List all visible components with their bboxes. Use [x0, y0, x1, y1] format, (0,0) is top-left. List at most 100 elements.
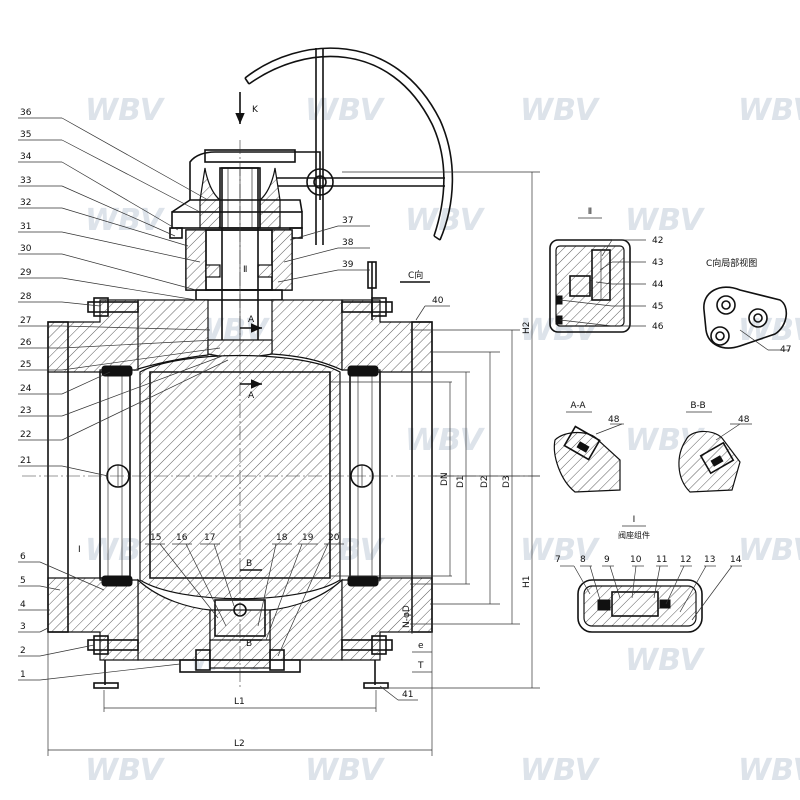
- part-number-label: 24: [20, 384, 32, 394]
- part-number-label: 26: [20, 338, 32, 348]
- c-view-title: C向局部视图: [706, 257, 757, 269]
- top-right-callouts: 37 38 39 40: [277, 216, 450, 321]
- part-number-label: 29: [20, 268, 32, 278]
- part-number-label: 11: [656, 555, 667, 565]
- part-number-label: 25: [20, 360, 31, 370]
- dim-n-phi-d: N-φD: [402, 605, 412, 628]
- dim-d1: D1: [456, 475, 466, 488]
- part-number-label: 31: [20, 222, 31, 232]
- part-number-label: 45: [652, 302, 663, 312]
- k-arrow-label: K: [252, 105, 259, 115]
- part-number-label: 37: [342, 216, 353, 226]
- dim-e: e: [418, 641, 424, 651]
- part-number-label: 13: [704, 555, 715, 565]
- watermark: WBV: [738, 533, 800, 568]
- part-number-label: 38: [342, 238, 354, 248]
- part-number-label: 10: [630, 555, 642, 565]
- seat-rings: [101, 365, 379, 587]
- watermark: WBV: [85, 203, 166, 238]
- dim-h2: H2: [522, 322, 532, 335]
- part-number-label: 48: [738, 415, 750, 425]
- part-number-label: 1: [20, 670, 26, 680]
- dim-l2: L2: [234, 739, 245, 749]
- part-number-label: 16: [176, 533, 188, 543]
- part-number-label: 20: [328, 533, 340, 543]
- detail-2-view: Ⅱ 42 43 44 45 46: [549, 207, 664, 333]
- section-aa-view: A-A 48: [553, 401, 624, 493]
- part-number-label: 35: [20, 130, 31, 140]
- dim-h1: H1: [522, 576, 532, 589]
- c-view: C向局部视图 47: [703, 257, 791, 355]
- section-bb-view: B-B 48: [678, 401, 752, 493]
- part-number-label: 15: [150, 533, 161, 543]
- c-view-arrow-label: C向: [408, 269, 423, 281]
- section-bb-title: B-B: [690, 401, 705, 411]
- dimension-lines: DN D1 D2 D3 H2 H1 N-φD e T L1 L2: [47, 171, 540, 756]
- dim-d2: D2: [480, 475, 490, 488]
- watermark: WBV: [625, 643, 706, 678]
- watermark: WBV: [85, 753, 166, 788]
- section-b-top: B: [246, 559, 252, 569]
- part-number-label: 27: [20, 316, 31, 326]
- part-number-label: 47: [780, 345, 791, 355]
- section-a-bottom: A: [248, 391, 255, 401]
- part-number-label: 44: [652, 280, 664, 290]
- part-number-label: 48: [608, 415, 620, 425]
- part-number-label: 22: [20, 430, 31, 440]
- part-number-label: 43: [652, 258, 663, 268]
- watermark: WBV: [520, 753, 601, 788]
- part-number-label: 4: [20, 600, 26, 610]
- part-number-label: 5: [20, 576, 26, 586]
- part-number-label: 17: [204, 533, 215, 543]
- detail-1-subtitle: 阀座组件: [618, 530, 650, 540]
- section-markers: K A A B B Ⅱ I C向: [78, 92, 430, 649]
- part-number-label: 39: [342, 260, 354, 270]
- part-number-label: 18: [276, 533, 288, 543]
- part-number-label: 30: [20, 244, 32, 254]
- part-number-label: 41: [402, 690, 413, 700]
- watermark: WBV: [405, 423, 486, 458]
- part-number-label: 36: [20, 108, 32, 118]
- bonnet: [185, 229, 293, 301]
- detail-2-title: Ⅱ: [588, 207, 592, 217]
- detail-ref-1: I: [78, 545, 81, 555]
- part-number-label: 46: [652, 322, 664, 332]
- handwheel: [244, 47, 454, 245]
- part-number-label: 3: [20, 622, 26, 632]
- watermark: WBV: [405, 203, 486, 238]
- part-number-label: 2: [20, 646, 26, 656]
- part-number-label: 23: [20, 406, 31, 416]
- left-callouts: 36 35 34 33 32 31 30 29 28 27 26 25 24 2…: [18, 108, 229, 681]
- part-number-label: 7: [555, 555, 561, 565]
- part-number-label: 12: [680, 555, 691, 565]
- dim-dn: DN: [440, 472, 450, 486]
- part-number-label: 34: [20, 152, 32, 162]
- part-number-label: 33: [20, 176, 31, 186]
- part-number-label: 42: [652, 236, 663, 246]
- section-b-bottom: B: [246, 639, 252, 649]
- watermark: WBV: [85, 93, 166, 128]
- watermark: WBV: [305, 753, 386, 788]
- part-number-label: 9: [604, 555, 610, 565]
- bottom-callouts: 15 16 17 18 19 20: [145, 533, 344, 657]
- watermark: WBV: [520, 93, 601, 128]
- dim-t: T: [417, 661, 424, 671]
- dim-l1: L1: [234, 697, 245, 707]
- part-number-label: 21: [20, 456, 31, 466]
- part-number-label: 32: [20, 198, 31, 208]
- detail-1-title: I: [633, 515, 636, 525]
- part-number-label: 40: [432, 296, 444, 306]
- dim-d3: D3: [502, 475, 512, 488]
- part-number-label: 28: [20, 292, 32, 302]
- gearbox: [169, 149, 321, 239]
- watermark: WBV: [738, 93, 800, 128]
- part-number-label: 19: [302, 533, 314, 543]
- watermark: WBV: [625, 203, 706, 238]
- part-number-label: 6: [20, 552, 26, 562]
- detail-ref-2: Ⅱ: [243, 265, 247, 275]
- watermark: WBV: [738, 753, 800, 788]
- detail-1-view: I 阀座组件 7 8 9 10 11 12 13 14: [555, 515, 742, 633]
- part-number-label: 14: [730, 555, 742, 565]
- part-number-label: 8: [580, 555, 586, 565]
